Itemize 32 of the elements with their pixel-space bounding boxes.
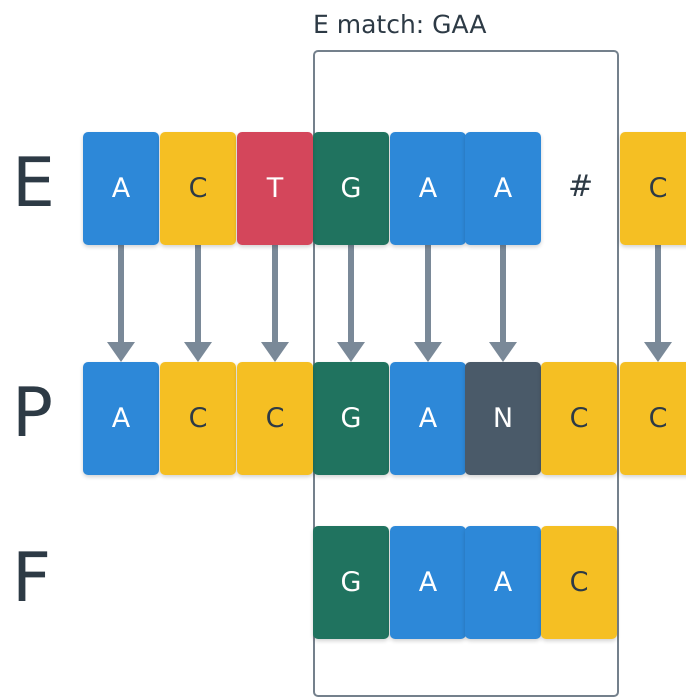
base-tile: C xyxy=(620,362,686,475)
base-tile: C xyxy=(160,362,236,475)
row-label: F xyxy=(12,545,52,613)
arrow xyxy=(261,245,289,362)
base-tile: C xyxy=(160,132,236,245)
arrow xyxy=(337,245,365,362)
base-tile: A xyxy=(465,526,541,639)
arrow xyxy=(644,245,672,362)
frame-title: E match: GAA xyxy=(313,10,486,39)
base-tile: T xyxy=(237,132,313,245)
arrow xyxy=(107,245,135,362)
separator-symbol: # xyxy=(568,172,594,202)
base-tile: A xyxy=(83,362,159,475)
base-tile: G xyxy=(313,362,389,475)
base-tile: A xyxy=(390,132,466,245)
base-tile: C xyxy=(541,362,617,475)
base-tile: C xyxy=(541,526,617,639)
base-tile: C xyxy=(620,132,686,245)
arrow xyxy=(489,245,517,362)
base-tile: G xyxy=(313,526,389,639)
base-tile: A xyxy=(390,362,466,475)
base-tile: C xyxy=(237,362,313,475)
arrow xyxy=(414,245,442,362)
base-tile: A xyxy=(83,132,159,245)
row-label: P xyxy=(12,380,54,448)
base-tile: A xyxy=(390,526,466,639)
base-tile: A xyxy=(465,132,541,245)
match-frame xyxy=(313,50,619,697)
base-tile: G xyxy=(313,132,389,245)
arrow xyxy=(184,245,212,362)
base-tile: N xyxy=(465,362,541,475)
row-label: E xyxy=(12,150,55,218)
